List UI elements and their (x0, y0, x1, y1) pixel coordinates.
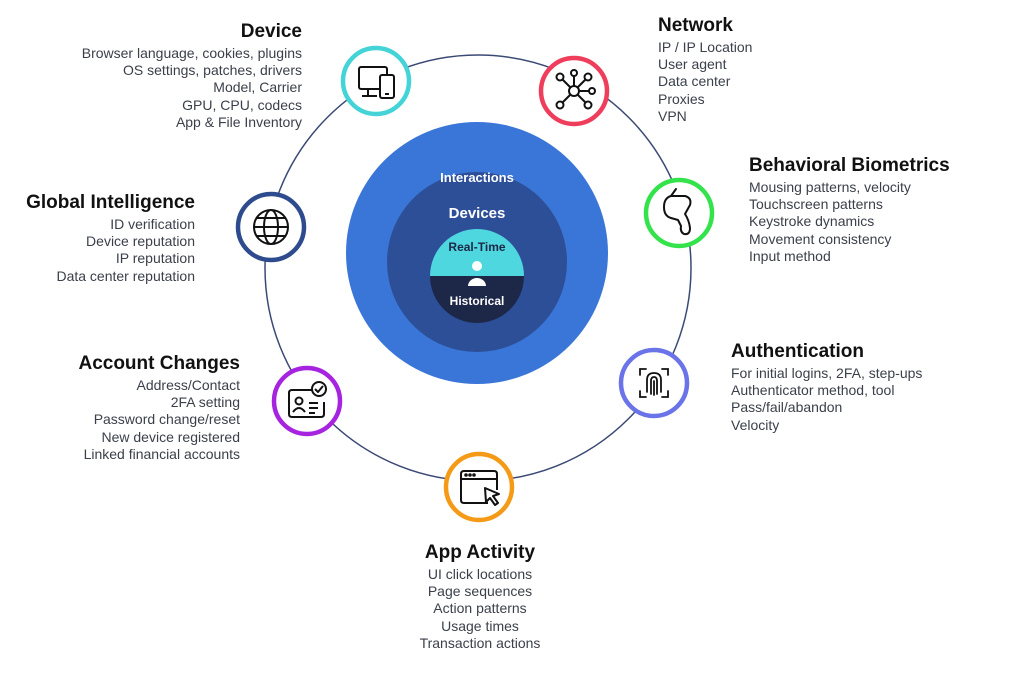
detail-item: Address/Contact (136, 377, 241, 393)
detail-item: Input method (749, 247, 831, 264)
authentication-badge (618, 347, 690, 419)
app-activity-title: App Activity (424, 542, 536, 563)
detail-item: Proxies (658, 90, 705, 107)
authentication-title: Authentication (731, 341, 864, 362)
touch-hand-icon (663, 188, 692, 236)
detail-item: Model, Carrier (213, 79, 302, 96)
authentication-block: Authentication For initial logins, 2FA, … (731, 340, 1024, 434)
detail-item: Data center reputation (56, 267, 195, 284)
detail-item: User agent (658, 56, 727, 73)
detail-item: Action patterns (433, 600, 527, 617)
detail-item: UI click locations (427, 566, 533, 582)
detail-item: Password change/reset (93, 411, 240, 428)
center-target: Interactions Devices Real-Time Historica… (346, 122, 608, 384)
detail-item: VPN (658, 107, 687, 124)
device-badge (340, 45, 412, 117)
network-badge (538, 55, 610, 127)
historical-half (430, 276, 524, 323)
detail-item: GPU, CPU, codecs (182, 96, 302, 113)
detail-item: Pass/fail/abandon (731, 399, 843, 416)
browser-cursor-icon (460, 470, 500, 506)
network-nodes-icon (555, 69, 596, 110)
detail-item: OS settings, patches, drivers (123, 62, 302, 79)
app-activity-badge (443, 451, 515, 523)
detail-item: Touchscreen patterns (749, 196, 883, 213)
device-title: Device (240, 21, 302, 42)
device-badge-ring (340, 45, 412, 117)
behavioral-badge (643, 177, 715, 249)
detail-item: Browser language, cookies, plugins (81, 45, 302, 61)
detail-item: Transaction actions (419, 634, 541, 651)
detail-item: ID verification (110, 216, 195, 232)
detail-item: Linked financial accounts (83, 445, 240, 462)
detail-item: IP reputation (115, 250, 195, 267)
account-changes-badge (271, 365, 343, 437)
detail-item: Movement consistency (749, 230, 892, 247)
detail-item: IP / IP Location (658, 39, 753, 55)
realtime-half (430, 229, 524, 276)
detail-item: Mousing patterns, velocity (749, 179, 911, 195)
monitor-phone-icon (358, 66, 395, 99)
id-card-check-icon (288, 381, 327, 418)
global-intelligence-title: Global Intelligence (26, 192, 195, 213)
behavioral-title: Behavioral Biometrics (749, 155, 950, 176)
user-icon (468, 261, 486, 286)
behavioral-block: Behavioral Biometrics Mousing patterns, … (749, 154, 1024, 265)
app-activity-badge-ring (443, 451, 515, 523)
devices-label: Devices (449, 205, 506, 222)
detail-item: Page sequences (427, 583, 533, 600)
detail-item: Keystroke dynamics (749, 213, 875, 230)
historical-label: Historical (450, 294, 505, 308)
detail-item: 2FA setting (170, 394, 240, 411)
detail-item: Velocity (731, 416, 780, 433)
globe-icon (253, 209, 289, 245)
interactions-label: Interactions (440, 170, 514, 185)
detail-item: App & File Inventory (175, 113, 302, 130)
detail-item: Authenticator method, tool (731, 382, 895, 399)
behavioral-badge-ring (643, 177, 715, 249)
device-block: Device Browser language, cookies, plugin… (2, 20, 302, 131)
global-intelligence-badge (235, 191, 307, 263)
account-changes-title: Account Changes (78, 353, 240, 374)
detail-item: For initial logins, 2FA, step-ups (731, 365, 923, 381)
realtime-label: Real-Time (448, 240, 505, 254)
fingerprint-icon (639, 368, 669, 398)
detail-item: Data center (658, 73, 731, 90)
detail-item: Device reputation (86, 233, 195, 250)
account-changes-badge-ring (271, 365, 343, 437)
network-title: Network (658, 15, 733, 36)
detail-item: New device registered (101, 428, 240, 445)
detail-item: Usage times (441, 617, 519, 634)
